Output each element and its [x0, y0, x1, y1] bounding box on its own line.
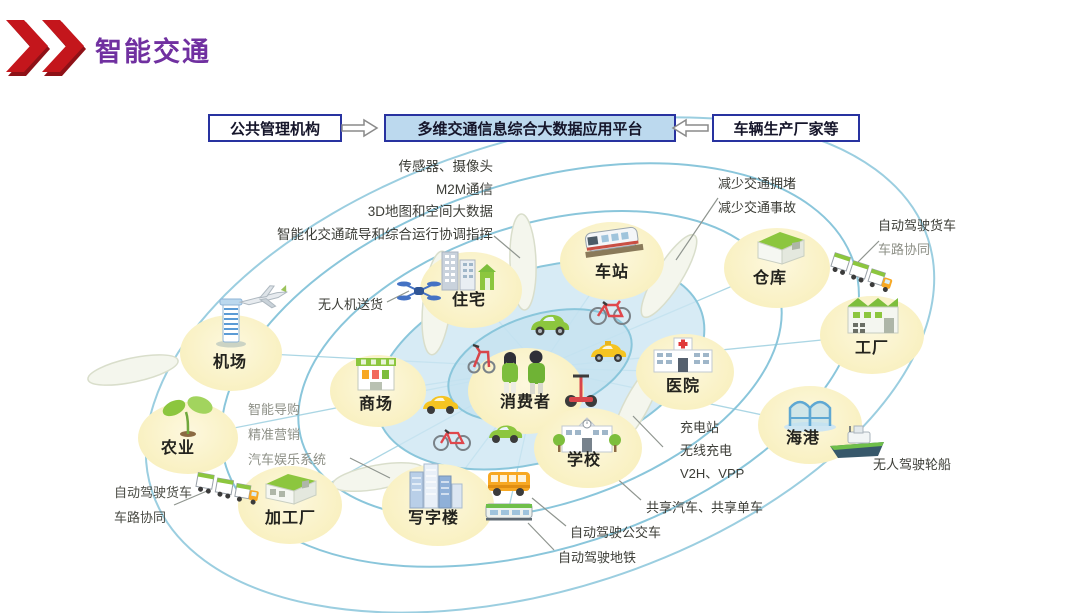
node-label-residence: 住宅 — [452, 292, 487, 309]
office-buildings-icon — [408, 462, 464, 510]
residence-buildings-icon — [438, 250, 498, 292]
drone-icon — [396, 276, 442, 306]
red-bicycle-icon — [432, 424, 472, 452]
flow-box-manufacturers: 车辆生产厂家等 — [712, 114, 860, 142]
processing-plant-icon — [262, 472, 320, 506]
annotation-truck-right-2: 车路协同 — [878, 242, 931, 257]
seaport-gantry-icon — [782, 392, 838, 432]
annotation-sharing: 共享汽车、共享单车 — [646, 500, 764, 515]
autonomous-truck-convoy-icon — [826, 248, 898, 300]
node-label-seaport: 海港 — [786, 430, 821, 447]
node-label-agriculture: 农业 — [161, 440, 196, 457]
capability-item: M2M通信 — [436, 181, 493, 197]
arrow-left-icon — [671, 118, 709, 138]
annotation-consumer-service: 精准营销 — [248, 427, 301, 442]
node-label-hospital: 医院 — [666, 378, 701, 395]
annotation-truck-right-1: 自动驾驶货车 — [878, 218, 957, 233]
annotation-drone-delivery: 无人机送货 — [318, 297, 384, 312]
consumers-people-icon — [494, 350, 556, 396]
node-label-office: 写字楼 — [408, 510, 460, 527]
node-label-airport: 机场 — [213, 354, 248, 371]
capability-item: 传感器、摄像头 — [398, 159, 494, 174]
platform-capability-list: 传感器、摄像头 M2M通信 3D地图和空间大数据 智能化交通疏导和综合运行协调指… — [252, 156, 493, 246]
annotation-auto-ship: 无人驾驶轮船 — [873, 457, 952, 472]
benefit-label: 减少交通事故 — [718, 200, 797, 215]
annotation-truck-left-1: 自动驾驶货车 — [114, 485, 193, 500]
page-title: 智能交通 — [95, 37, 211, 67]
school-icon — [552, 416, 622, 456]
annotation-consumer-service: 智能导购 — [248, 402, 301, 417]
yellow-car-icon — [420, 392, 462, 416]
annotation-charging: V2H、VPP — [680, 466, 745, 481]
bus-icon — [486, 468, 532, 498]
flow-box-public-agency: 公共管理机构 — [208, 114, 342, 142]
annotation-auto-bus: 自动驾驶公交车 — [570, 525, 662, 540]
red-moped-icon — [466, 340, 496, 374]
green-car-icon — [528, 312, 572, 338]
node-label-station: 车站 — [595, 264, 630, 281]
node-label-factory: 工厂 — [855, 340, 890, 357]
train-station-icon — [582, 222, 644, 260]
airplane-icon — [238, 283, 290, 313]
warehouse-icon — [752, 230, 808, 266]
autonomous-truck-convoy-icon — [192, 468, 264, 510]
sprout-icon — [160, 396, 216, 438]
red-segway-icon — [564, 372, 598, 408]
annotation-charging: 充电站 — [680, 420, 720, 435]
metro-train-icon — [484, 500, 534, 522]
capability-item: 智能化交通疏导和综合运行协调指挥 — [277, 226, 493, 242]
chevron-decoration-icon — [6, 20, 86, 76]
node-label-consumer: 消费者 — [500, 394, 552, 411]
annotation-auto-metro: 自动驾驶地铁 — [558, 550, 637, 565]
node-label-mall: 商场 — [359, 396, 394, 413]
storefront-icon — [352, 356, 400, 392]
flow-box-platform: 多维交通信息综合大数据应用平台 — [384, 114, 676, 142]
arrow-right-icon — [341, 118, 379, 138]
node-label-school: 学校 — [567, 452, 602, 469]
green-car-icon — [486, 422, 526, 446]
annotation-truck-left-2: 车路协同 — [114, 510, 167, 525]
capability-item: 3D地图和空间大数据 — [367, 204, 493, 219]
annotation-consumer-service: 汽车娱乐系统 — [248, 452, 327, 467]
node-label-warehouse: 仓库 — [753, 270, 788, 287]
autonomous-ship-icon — [826, 424, 888, 462]
hospital-icon — [652, 336, 714, 374]
benefit-label: 减少交通拥堵 — [718, 176, 797, 191]
node-ellipse-agriculture — [138, 402, 238, 474]
red-bicycle-icon — [588, 296, 632, 326]
airport-tower-icon — [212, 298, 250, 348]
annotation-charging: 无线充电 — [680, 443, 733, 458]
taxi-icon — [588, 340, 630, 364]
factory-icon — [844, 294, 902, 336]
node-label-plant: 加工厂 — [265, 510, 317, 527]
